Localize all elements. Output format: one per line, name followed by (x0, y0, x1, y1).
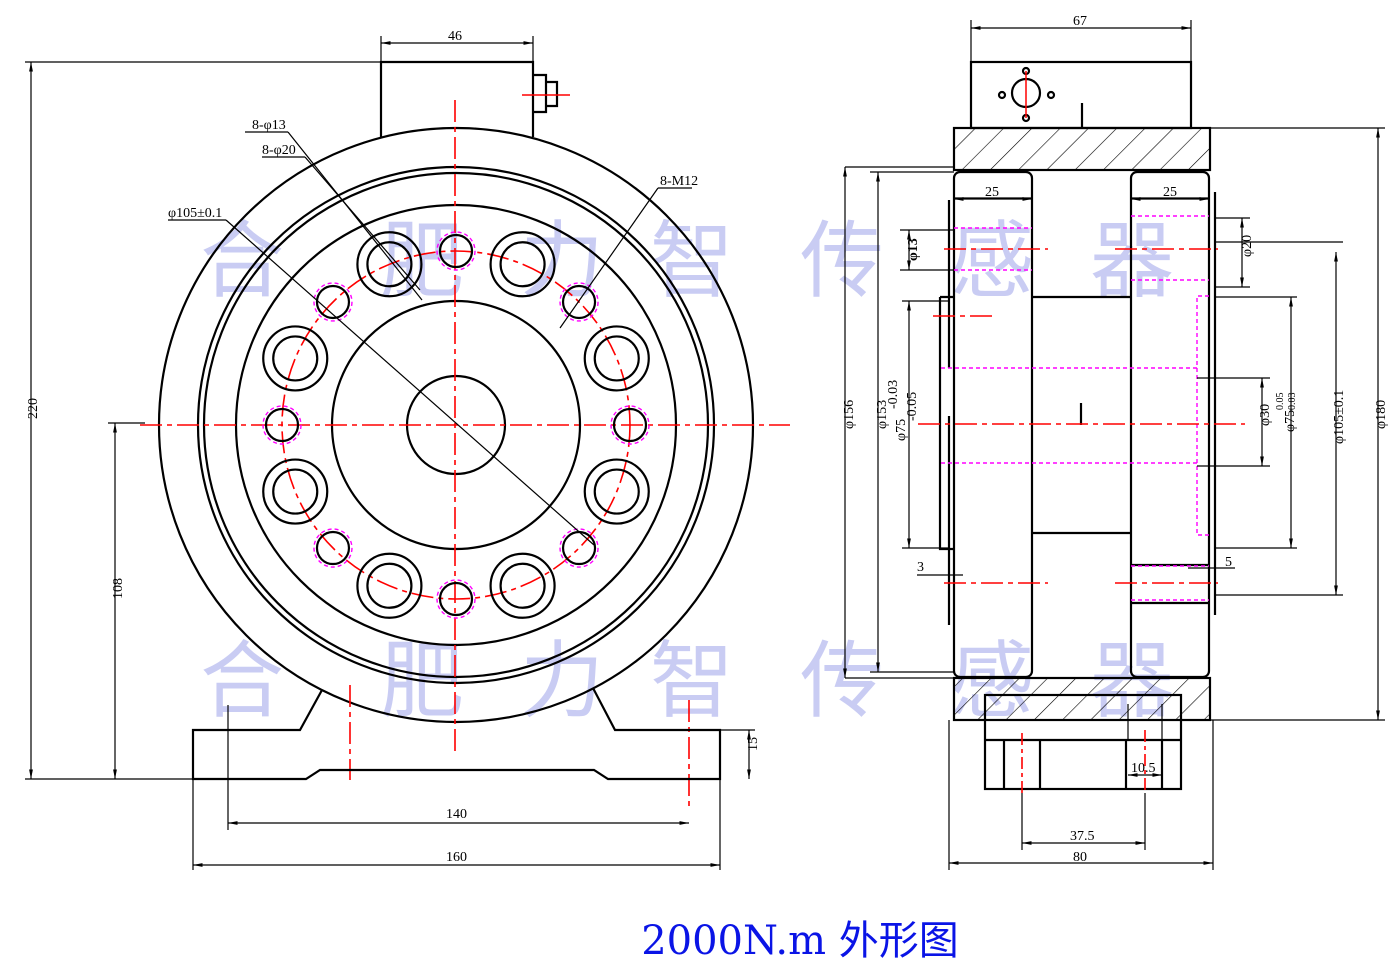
threaded-hole (612, 407, 648, 443)
dim-outer-153: φ153 (875, 400, 890, 429)
threaded-hole (315, 530, 351, 566)
drawing-title: 2000N.m 外形图 (641, 918, 959, 964)
dim-bolt-spacing: 140 (446, 807, 467, 822)
dim-right-flange-width: 25 (1163, 185, 1177, 200)
threaded-hole (561, 284, 597, 320)
dim-connector-width: 46 (448, 29, 462, 44)
dim-center-height: 108 (111, 578, 126, 599)
threaded-hole-thread (262, 405, 302, 445)
dim-outer-180: φ180 (1374, 400, 1389, 429)
dim-outer-156: φ156 (842, 400, 857, 429)
dim-bore: φ30 (1258, 404, 1273, 426)
counterbore-outer (356, 231, 423, 298)
callout-pitch-circle: φ105±0.1 (168, 206, 222, 221)
through-hole (499, 241, 546, 288)
threaded-hole-thread (559, 528, 599, 568)
svg-text:感: 感 (950, 212, 1034, 310)
threaded-hole-thread (313, 282, 353, 322)
base (191, 687, 722, 781)
counterbore-outer (489, 552, 556, 619)
side-view (843, 20, 1385, 870)
dim-hole-counterbore: φ20 (1240, 235, 1255, 257)
dim-recess: φ75 (1283, 410, 1298, 432)
connector-box (379, 60, 535, 137)
svg-text:传: 传 (800, 212, 884, 310)
connector-plug (533, 73, 559, 114)
svg-text:合: 合 (200, 212, 284, 310)
dim-step-5: 5 (1225, 555, 1232, 570)
dim-recess-tol-upper: 0.05 (1275, 393, 1286, 411)
svg-text:传: 传 (800, 632, 884, 730)
svg-text:智: 智 (650, 632, 734, 730)
threaded-hole-thread (313, 528, 353, 568)
housing-top-section (952, 126, 1212, 172)
callout-counterbore: 8-φ20 (262, 143, 296, 158)
dim-spigot: φ75 (894, 419, 909, 441)
threaded-hole-thread (436, 579, 476, 619)
dim-base-thickness: 15 (746, 737, 761, 751)
through-hole (272, 335, 319, 382)
counterbore-outer (583, 325, 650, 392)
svg-text:力: 力 (520, 632, 604, 730)
through-hole (499, 562, 546, 609)
counterbore-outer (489, 231, 556, 298)
callout-through-holes: 8-φ13 (252, 118, 286, 133)
bolt-holes (262, 231, 650, 619)
dim-pitch: φ105±0.1 (1332, 390, 1347, 444)
dim-foot-spacing: 37.5 (1070, 829, 1095, 844)
front-view (25, 36, 790, 870)
through-hole (272, 468, 319, 515)
through-hole (366, 562, 413, 609)
dim-base-width: 160 (446, 850, 467, 865)
counterbore-outer (356, 552, 423, 619)
through-hole (593, 335, 640, 382)
dim-total-height: 220 (26, 398, 41, 419)
through-hole (366, 241, 413, 288)
threaded-hole (315, 284, 351, 320)
housing-bottom-section (952, 676, 1212, 722)
svg-text:智: 智 (650, 212, 734, 310)
threaded-hole (438, 233, 474, 269)
callout-threaded: 8-M12 (660, 174, 698, 189)
dim-total-width: 80 (1073, 850, 1087, 865)
threaded-hole-thread (559, 282, 599, 322)
dim-spigot-tol-upper: -0.03 (886, 380, 901, 409)
threaded-hole-thread (436, 231, 476, 271)
threaded-hole (264, 407, 300, 443)
dim-spigot-tol-lower: -0.05 (905, 392, 920, 421)
dim-hole-small: φ13 (906, 238, 921, 261)
svg-text:合: 合 (200, 632, 284, 730)
threaded-hole (438, 581, 474, 617)
counterbore-outer (262, 325, 329, 392)
counterbore-outer (262, 458, 329, 525)
through-hole (593, 468, 640, 515)
dim-recess-tol-lower: 0.03 (1287, 393, 1298, 411)
dim-slot: 10.5 (1131, 761, 1156, 776)
counterbore-outer (583, 458, 650, 525)
mounting-foot (983, 693, 1183, 791)
dim-left-flange-width: 25 (985, 185, 999, 200)
dim-side-connector-width: 67 (1073, 14, 1087, 29)
threaded-hole-thread (610, 405, 650, 445)
threaded-hole (561, 530, 597, 566)
dim-step-3: 3 (917, 560, 924, 575)
